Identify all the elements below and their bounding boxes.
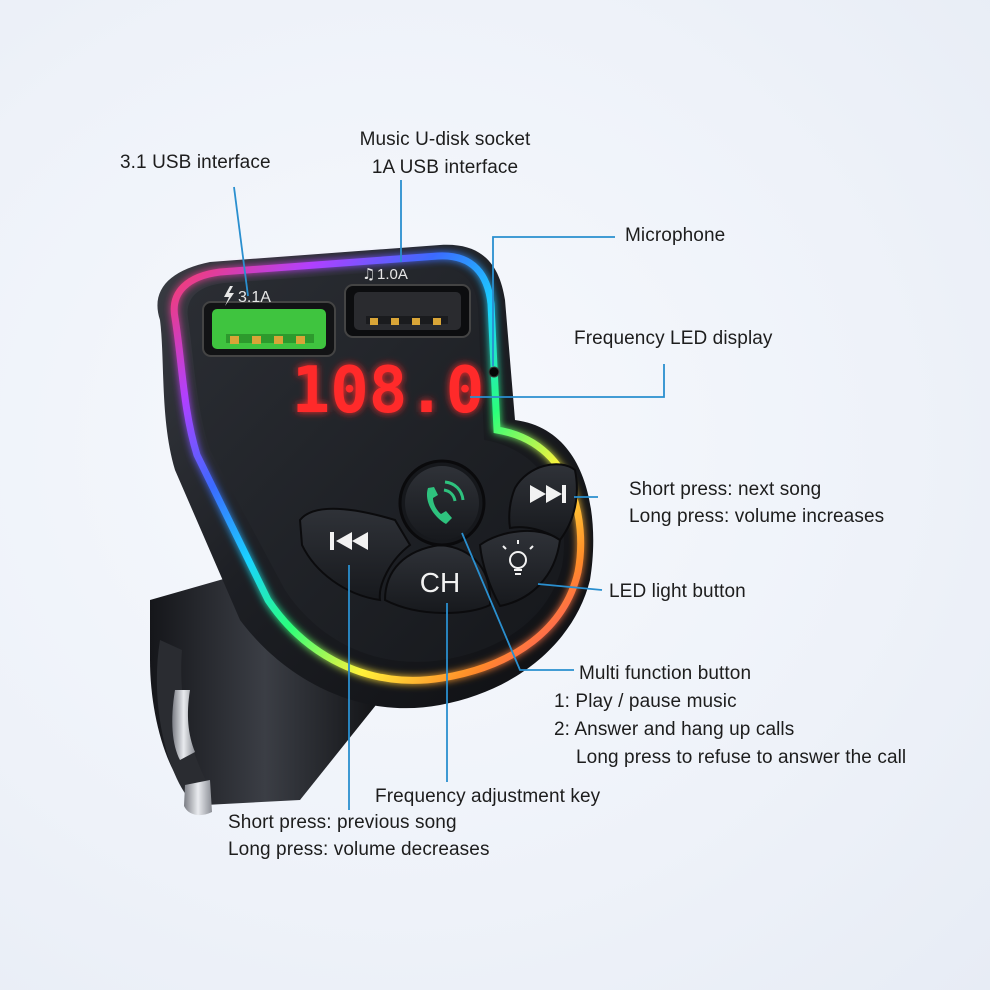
usb-port-music <box>344 284 471 338</box>
frequency-led-display: 108.0 <box>292 354 485 428</box>
ch-button[interactable]: CH <box>383 543 492 614</box>
callout-next-line1: Short press: next song <box>629 479 822 500</box>
callout-frequency-key: Frequency adjustment key <box>375 786 601 807</box>
phone-call-icon <box>426 480 465 524</box>
led-light-button[interactable] <box>478 529 562 608</box>
callout-frequency-display: Frequency LED display <box>574 328 773 349</box>
callout-microphone: Microphone <box>625 225 726 246</box>
light-bulb-icon <box>502 540 534 575</box>
ch-button-label: CH <box>420 567 460 598</box>
callout-music-socket-line2: 1A USB interface <box>371 157 519 178</box>
next-track-icon <box>530 485 566 503</box>
callout-music-socket-line1: Music U-disk socket <box>359 129 531 150</box>
callout-multi-title: Multi function button <box>579 663 752 684</box>
multi-function-button[interactable] <box>398 459 486 547</box>
next-button[interactable] <box>508 463 578 542</box>
callout-lines <box>233 180 665 810</box>
callout-multi-line2: 2: Answer and hang up calls <box>554 719 795 740</box>
callout-led-button: LED light button <box>609 581 746 602</box>
previous-button[interactable] <box>298 507 412 602</box>
callout-multi-line3: Long press to refuse to answer the call <box>576 747 907 768</box>
port-music-label: 1.0A <box>377 266 408 283</box>
callout-prev-line2: Long press: volume decreases <box>228 839 490 860</box>
microphone-hole <box>488 366 500 378</box>
lightning-icon <box>224 286 234 306</box>
port-fast-label: 3.1A <box>238 289 271 306</box>
callout-multi-line1: 1: Play / pause music <box>554 691 737 712</box>
callout-usb-31: 3.1 USB interface <box>120 152 271 173</box>
previous-track-icon <box>330 532 368 550</box>
callout-next-line2: Long press: volume increases <box>629 506 885 527</box>
callout-prev-line1: Short press: previous song <box>228 812 457 833</box>
usb-port-fast <box>202 301 336 357</box>
music-note-icon: ♫ <box>362 265 375 283</box>
